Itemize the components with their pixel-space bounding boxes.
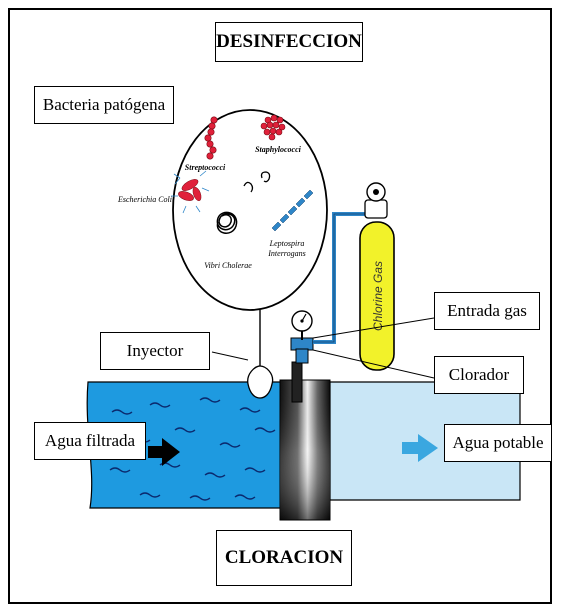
chlorinator (290, 310, 314, 364)
diagram-frame (8, 8, 552, 604)
label-clorador: Clorador (434, 356, 524, 394)
label-bacteria-patogena: Bacteria patógena (34, 86, 174, 124)
inlet-arrow (148, 438, 180, 466)
water-waves (109, 397, 276, 501)
ecoli-label: Escherichia Coli (117, 195, 172, 204)
streptococci-label: Streptococci (185, 163, 226, 172)
staphylococci-label: Staphylococci (255, 145, 302, 154)
label-entrada-gas: Entrada gas (434, 292, 540, 330)
bacteria-circle (172, 109, 328, 311)
vibrio-label: Vibri Cholerae (204, 261, 252, 270)
leptospira-icon (271, 189, 314, 232)
rod-bacteria-icon (243, 171, 271, 193)
outlet-arrow (402, 434, 438, 462)
cylinder-label: Chlorine Gas (371, 261, 385, 331)
title-cloracion: CLORACION (216, 530, 352, 586)
chlorine-cylinder: Chlorine Gas (359, 182, 395, 371)
label-agua-potable: Agua potable (444, 424, 552, 462)
injector-probe (291, 361, 303, 403)
streptococci-icon (204, 116, 218, 160)
label-agua-filtrada: Agua filtrada (34, 422, 146, 460)
label-inyector: Inyector (100, 332, 210, 370)
staphylococci-icon (260, 114, 286, 141)
vibrio-icon (216, 211, 238, 234)
ecoli-icon (171, 170, 210, 214)
title-desinfeccion: DESINFECCION (215, 22, 363, 62)
leptospira-label-2: Interrogans (267, 249, 305, 258)
injector-bulb (247, 365, 274, 399)
leptospira-label-1: Leptospira (269, 239, 305, 248)
pipe-inlet-water (86, 381, 286, 509)
